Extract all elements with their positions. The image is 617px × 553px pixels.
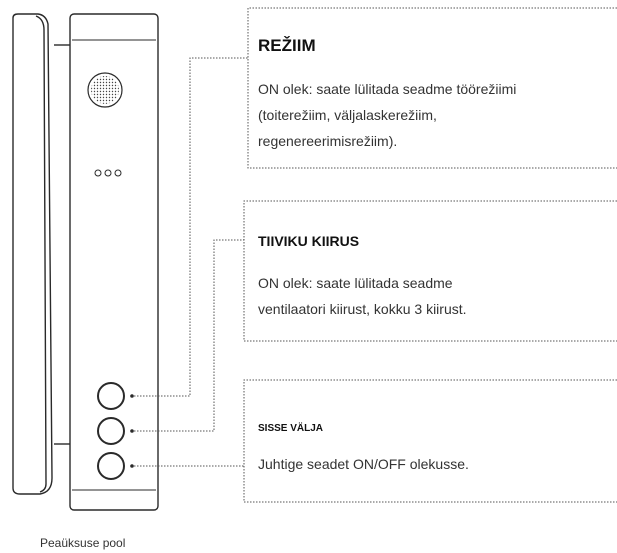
mode-description-line: regenereerimisrežiim). [258,133,398,149]
mode-description-line: (toiterežiim, väljalaskerežiim, [258,107,437,123]
indicator-lights [94,169,122,177]
fan-speed-description-line: ON olek: saate lülitada seadme [258,275,453,291]
fan-speed-description: ON olek: saate lülitada seadme ventilaat… [258,270,467,322]
fan-speed-callout-box [243,200,617,342]
power-description: Juhtige seadet ON/OFF olekusse. [258,456,469,472]
power-title: SISSE VÄLJA [258,423,324,434]
side-profile [12,13,70,495]
fan-speed-title: TIIVIKU KIIRUS [258,233,360,249]
mode-button[interactable] [97,382,134,410]
indicator-light [94,169,102,177]
mode-title: REŽIIM [258,36,316,55]
fan-speed-button[interactable] [97,417,134,445]
power-callout-box [243,379,617,503]
fan-speed-leader-line [134,239,244,432]
mode-description: ON olek: saate lülitada seadme töörežiim… [258,76,516,154]
mode-description-line: ON olek: saate lülitada seadme töörežiim… [258,81,517,97]
indicator-light [114,169,122,177]
mode-leader-line [134,57,248,397]
front-panel [69,13,159,511]
indicator-light [104,169,112,177]
figure-caption: Peaüksuse pool [40,536,126,550]
mode-callout-box [247,7,617,169]
power-button[interactable] [97,452,134,480]
speaker-grille [87,72,123,108]
fan-speed-description-line: ventilaatori kiirust, kokku 3 kiirust. [258,301,467,317]
